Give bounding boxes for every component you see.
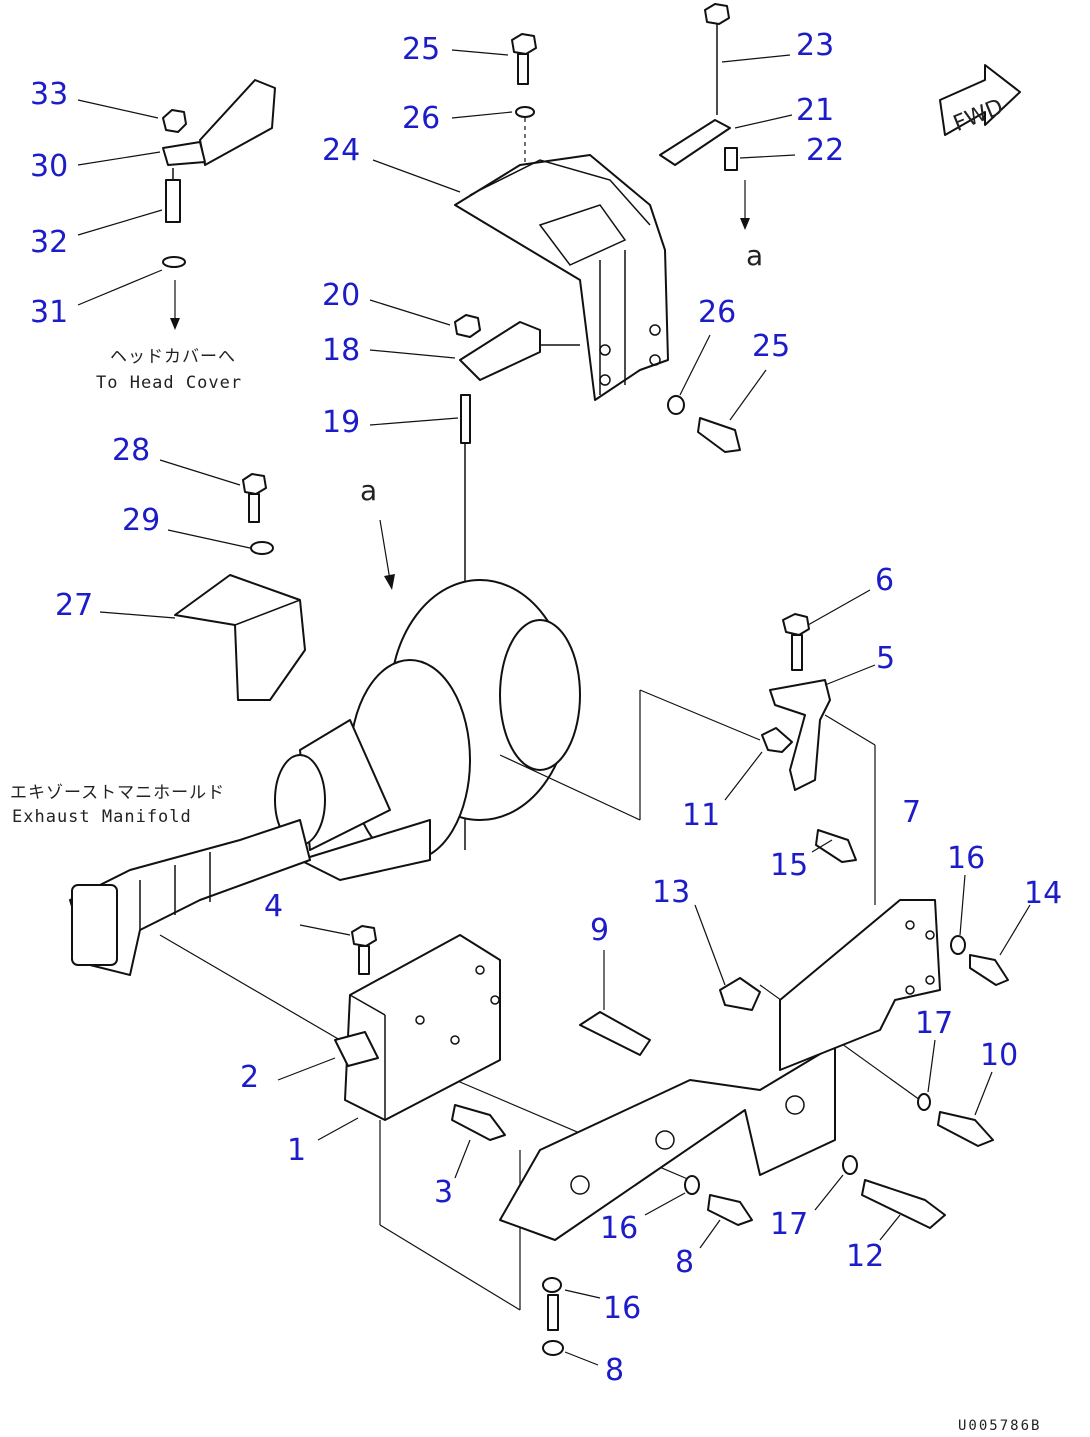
- callout-8-bottom: 8: [605, 1353, 624, 1388]
- callout-8-mid: 8: [675, 1245, 694, 1280]
- note-head-cover-en: To Head Cover: [96, 373, 242, 393]
- callout-12: 12: [846, 1239, 884, 1274]
- callout-labels: 33 30 32 31 25 26 24 23 21 22 20 18 19 2…: [30, 28, 1062, 1388]
- callout-19: 19: [322, 405, 360, 440]
- leader-lines: [77, 49, 1031, 1366]
- head-cover-bracket-group: [162, 79, 276, 330]
- callout-17-mid: 17: [770, 1207, 808, 1242]
- callout-4: 4: [264, 889, 283, 924]
- note-exhaust-jp: エキゾーストマニホールド: [10, 783, 225, 803]
- callout-5: 5: [876, 641, 895, 676]
- callout-26-top: 26: [402, 101, 440, 136]
- ref-letter-a-turbo: a: [360, 474, 377, 507]
- callout-29: 29: [122, 503, 160, 538]
- note-exhaust-en: Exhaust Manifold: [12, 807, 192, 827]
- turbocharger: [274, 519, 581, 881]
- ref-letter-a-top: a: [746, 239, 763, 272]
- callout-22: 22: [806, 133, 844, 168]
- callout-17-right: 17: [915, 1006, 953, 1041]
- callout-25-right: 25: [752, 329, 790, 364]
- callout-31: 31: [30, 295, 68, 330]
- callout-32: 32: [30, 225, 68, 260]
- callout-24: 24: [322, 133, 360, 168]
- callout-16-mid: 16: [600, 1211, 638, 1246]
- callout-27: 27: [55, 588, 93, 623]
- callout-28: 28: [112, 433, 150, 468]
- lower-main-bracket: [499, 613, 1009, 1356]
- callout-25-top: 25: [402, 32, 440, 67]
- callout-7: 7: [902, 795, 921, 830]
- callout-16-bottom: 16: [603, 1291, 641, 1326]
- callout-14: 14: [1024, 876, 1062, 911]
- callout-33: 33: [30, 77, 68, 112]
- callout-15: 15: [770, 848, 808, 883]
- callout-10: 10: [980, 1038, 1018, 1073]
- lower-left-bracket: [334, 925, 506, 1141]
- callout-13: 13: [652, 875, 690, 910]
- callout-30: 30: [30, 149, 68, 184]
- exhaust-manifold: [69, 819, 311, 976]
- heat-shield-group: [174, 473, 306, 701]
- callout-9: 9: [590, 913, 609, 948]
- upper-bracket-group: [454, 3, 750, 850]
- note-head-cover-jp: ヘッドカバーへ: [110, 347, 236, 367]
- callout-11: 11: [682, 798, 720, 833]
- callout-6: 6: [875, 563, 894, 598]
- callout-3: 3: [434, 1175, 453, 1210]
- callout-2: 2: [240, 1060, 259, 1095]
- callout-1: 1: [287, 1133, 306, 1168]
- callout-20: 20: [322, 278, 360, 313]
- document-number: U005786B: [958, 1418, 1041, 1434]
- callout-23: 23: [796, 28, 834, 63]
- callout-16-right: 16: [947, 841, 985, 876]
- callout-26-right: 26: [698, 295, 736, 330]
- callout-18: 18: [322, 333, 360, 368]
- fwd-arrow: [939, 64, 1021, 136]
- callout-21: 21: [796, 93, 834, 128]
